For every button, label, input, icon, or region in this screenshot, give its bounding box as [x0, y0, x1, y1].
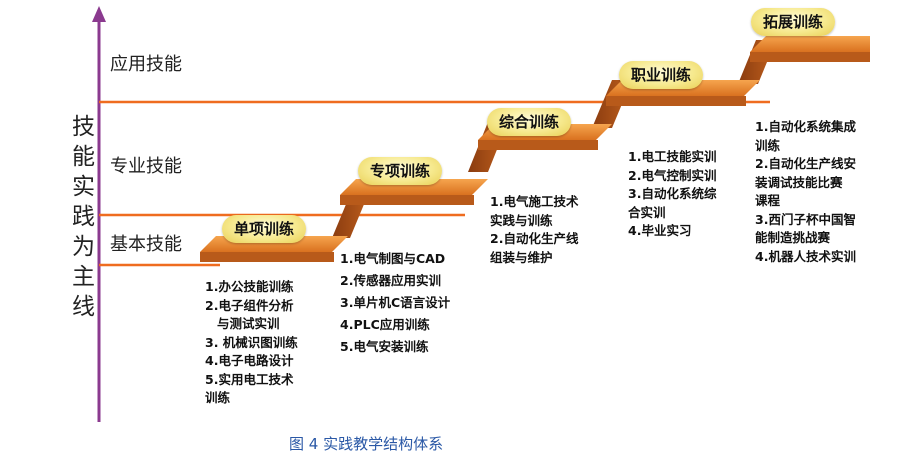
list-item: 1.自动化系统集成: [755, 119, 856, 134]
stage-items-comprehensive: 1.电气施工技术 实践与训练 2.自动化生产线 组装与维护: [490, 193, 578, 267]
list-item: 训练: [755, 137, 781, 153]
stair-tread-4-front: [606, 96, 746, 106]
stage-pill-special: 专项训练: [358, 157, 443, 185]
stage-pill-comprehensive: 综合训练: [487, 108, 572, 136]
stage-items-single: 1.办公技能训练 2.电子组件分析 与测试实训 3. 机械识图训练 4.电子电路…: [205, 278, 298, 408]
list-item: 2.传感器应用实训: [340, 273, 441, 288]
level-label-applied: 应用技能: [110, 54, 182, 75]
stage-items-extension: 1.自动化系统集成 训练 2.自动化生产线安 装调试技能比赛 课程 3.西门子杯…: [755, 118, 856, 266]
list-item: 4.电子电路设计: [205, 353, 294, 368]
list-item: 5.电气安装训练: [340, 339, 429, 354]
stair-tread-1-front: [200, 252, 334, 262]
axis-arrowhead: [92, 6, 106, 22]
list-item: 2.电子组件分析: [205, 297, 294, 313]
stage-pill-single: 单项训练: [222, 215, 307, 243]
stair-tread-5-front: [750, 52, 870, 62]
list-item: 3.西门子杯中国智: [755, 211, 856, 227]
list-item: 3.单片机C语言设计: [340, 295, 451, 310]
list-item: 实践与训练: [490, 212, 553, 228]
list-item: 能制造挑战赛: [755, 230, 831, 245]
stair-tread-3-front: [478, 140, 598, 150]
stair-tread-5: [750, 36, 870, 52]
list-item: 3.自动化系统综: [628, 186, 717, 201]
figure-caption: 图 4 实践教学结构体系: [289, 435, 444, 453]
list-item: 3. 机械识图训练: [205, 334, 298, 350]
stage-items-vocational: 1.电工技能实训 2.电气控制实训 3.自动化系统综 合实训 4.毕业实习: [628, 148, 716, 241]
stage-pill-vocational: 职业训练: [619, 61, 704, 89]
list-item: 1.电工技能实训: [628, 149, 717, 164]
list-item: 合实训: [628, 204, 666, 220]
list-item: 4.毕业实习: [628, 223, 692, 238]
list-item: 与测试实训: [217, 316, 280, 331]
axis-title: 技能实践为主线: [72, 114, 95, 320]
list-item: 1.电气制图与CAD: [340, 251, 446, 266]
list-item: 1.办公技能训练: [205, 279, 294, 294]
list-item: 2.自动化生产线: [490, 231, 579, 246]
list-item: 装调试技能比赛: [755, 174, 843, 190]
stair-tread-2-front: [340, 195, 474, 205]
stage-items-special: 1.电气制图与CAD 2.传感器应用实训 3.单片机C语言设计 4.PLC应用训…: [340, 248, 450, 358]
list-item: 2.电气控制实训: [628, 167, 717, 183]
list-item: 课程: [755, 193, 781, 208]
list-item: 2.自动化生产线安: [755, 156, 856, 171]
level-label-basic: 基本技能: [110, 234, 182, 255]
list-item: 1.电气施工技术: [490, 194, 579, 209]
list-item: 训练: [205, 390, 231, 405]
list-item: 5.实用电工技术: [205, 371, 294, 387]
list-item: 组装与维护: [490, 249, 553, 265]
list-item: 4.PLC应用训练: [340, 317, 430, 332]
level-label-professional: 专业技能: [110, 156, 182, 177]
list-item: 4.机器人技术实训: [755, 248, 856, 264]
stage-pill-extension: 拓展训练: [751, 8, 836, 36]
